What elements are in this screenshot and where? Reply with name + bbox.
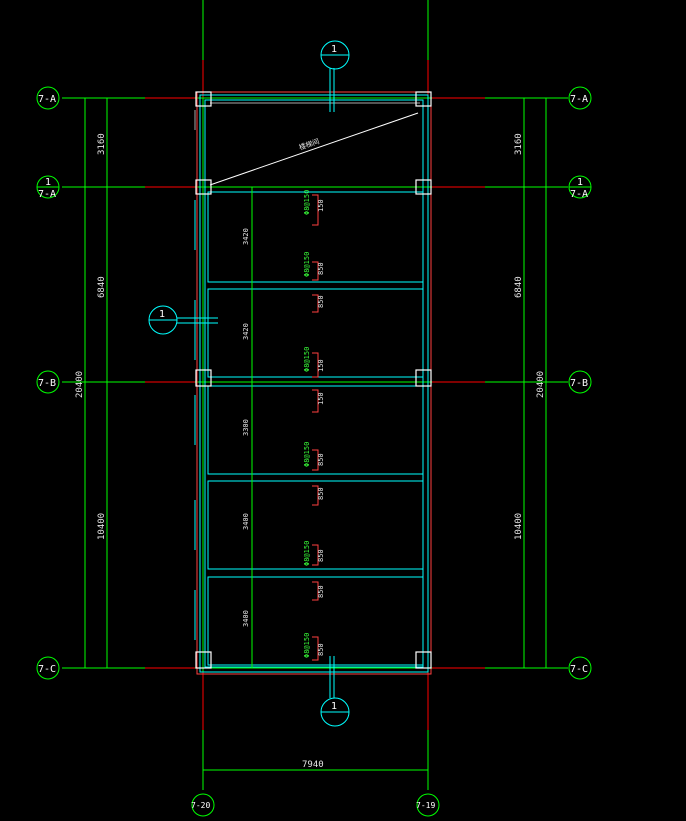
bottom-axis-bubbles: 7-20 7-19 (191, 793, 440, 817)
horizontal-grid-lines (62, 97, 568, 669)
spacing-tag: 150 (317, 359, 325, 372)
vertical-axis-red (202, 60, 429, 730)
right-outer-dim: 20400 (536, 371, 546, 398)
right-dim-bot: 10400 (514, 513, 524, 540)
spacing-tag: 150 (317, 392, 325, 405)
section-mark-top-label: 1 (331, 44, 337, 55)
room-dim: 3400 (242, 513, 250, 530)
stair-label: 楼梯间 (298, 137, 321, 152)
section-mark-bottom-label: 1 (331, 701, 337, 712)
right-dimension-lines (519, 97, 551, 669)
dimension-labels: 20400 3160 6840 10400 20400 3160 6840 10… (75, 133, 546, 770)
rebar-tag: Φ8@150 (303, 633, 311, 658)
axis-bubble-label: 7-20 (191, 801, 210, 810)
axis-bubble-label: 7-A (570, 189, 588, 200)
room-dim: 3400 (242, 610, 250, 627)
axis-bubble-label: 7-A (38, 94, 56, 105)
room-dim: 3420 (242, 323, 250, 340)
axis-bubble-label: 7-19 (416, 801, 435, 810)
spacing-tag: 850 (317, 585, 325, 598)
room-dim: 3420 (242, 228, 250, 245)
section-marks (148, 40, 350, 727)
rebar-tag: Φ8@150 (303, 442, 311, 467)
rebar-tag: Φ8@150 (303, 252, 311, 277)
rebar-markers (312, 194, 319, 661)
spacing-tags: 150 850 850 150 150 850 850 850 850 850 (317, 199, 325, 656)
spacing-tag: 850 (317, 487, 325, 500)
left-dim-top: 3160 (97, 133, 107, 155)
walls (194, 94, 429, 673)
section-mark-left-label: 1 (159, 309, 165, 320)
right-axis-bubbles: 7-A 1 7-A 7-B 7-C (568, 86, 592, 680)
spacing-tag: 850 (317, 295, 325, 308)
axis-bubble-label: 7-A (38, 189, 56, 200)
axis-bubble-label: 7-B (570, 378, 588, 389)
spacing-tag: 850 (317, 643, 325, 656)
stair-diagonal (209, 112, 419, 186)
rebar-tag: Φ8@150 (303, 541, 311, 566)
axis-bubble-sub: 1 (577, 177, 583, 188)
left-outer-dim: 20400 (75, 371, 85, 398)
spacing-tag: 850 (317, 262, 325, 275)
rebar-tag: Φ8@150 (303, 347, 311, 372)
left-axis-bubbles: 7-A 1 7-A 7-B 7-C (36, 86, 60, 680)
rebar-tags: Φ8@150 Φ8@150 Φ8@150 Φ8@150 Φ8@150 Φ8@15… (303, 190, 311, 658)
axis-bubble-label: 7-B (38, 378, 56, 389)
bottom-dim: 7940 (302, 760, 324, 770)
rebar-tag: Φ8@150 (303, 190, 311, 215)
axis-bubble-sub: 1 (45, 177, 51, 188)
spacing-tag: 850 (317, 453, 325, 466)
axis-bubble-label: 7-C (570, 664, 588, 675)
columns (195, 91, 432, 669)
building-outline-red (196, 91, 432, 675)
spacing-tag: 850 (317, 549, 325, 562)
room-dimension-labels: 3420 3420 3300 3400 3400 (242, 228, 250, 627)
axis-bubble-label: 7-A (570, 94, 588, 105)
right-dim-mid: 6840 (514, 276, 524, 298)
axis-bubble-label: 7-C (38, 664, 56, 675)
spacing-tag: 150 (317, 199, 325, 212)
section-mark-labels: 1 1 1 (159, 44, 337, 712)
left-dimension-lines (80, 97, 112, 669)
right-dim-top: 3160 (514, 133, 524, 155)
left-dim-bot: 10400 (97, 513, 107, 540)
left-dim-mid: 6840 (97, 276, 107, 298)
room-dim: 3300 (242, 419, 250, 436)
